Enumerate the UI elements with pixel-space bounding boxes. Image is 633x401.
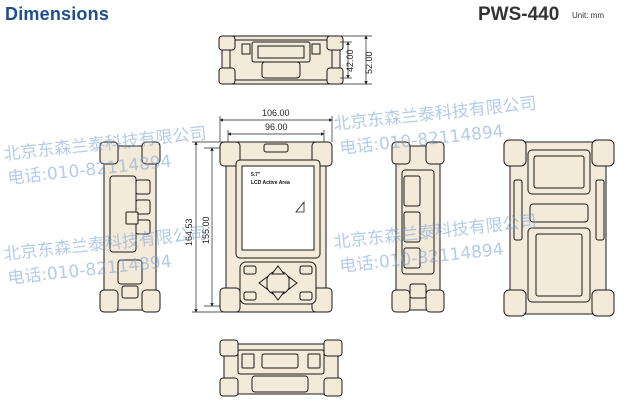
- top-view-dim-lines: [340, 35, 372, 85]
- dim-top-depth-inner: 42.00: [345, 49, 355, 72]
- bottom-view: [219, 339, 343, 397]
- screen-area-label: LCD Active Area: [251, 180, 290, 186]
- model-name: PWS-440: [478, 4, 560, 25]
- dim-front-width-inner: 96.00: [265, 122, 288, 132]
- top-view: [218, 35, 344, 85]
- back-view: [503, 139, 615, 317]
- front-view: [219, 141, 333, 313]
- screen-size-label: 5.7": [251, 172, 261, 178]
- resize-mark-icon: [295, 200, 305, 213]
- dim-front-width-outer: 106.00: [262, 108, 290, 118]
- right-side-view: [391, 141, 445, 313]
- unit-label: Unit: mm: [572, 11, 604, 20]
- dim-top-depth-outer: 52.00: [364, 51, 374, 74]
- page-title: Dimensions: [5, 4, 110, 24]
- left-side-view: [99, 141, 161, 313]
- front-view-dim-lines: [192, 116, 333, 313]
